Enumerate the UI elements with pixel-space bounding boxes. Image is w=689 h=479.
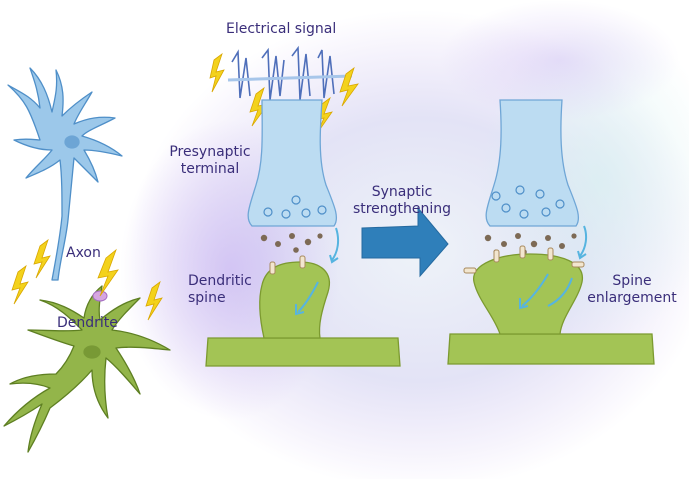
- label-synaptic-line1: Synaptic: [371, 184, 433, 200]
- signal-wave-icon: [227, 45, 353, 101]
- label-presynaptic-line2: terminal: [180, 161, 240, 177]
- dendritic-spine-before: [205, 255, 401, 367]
- presynaptic-terminal-before: [247, 99, 338, 227]
- label-spine-enlargement: Spine enlargement: [582, 273, 682, 307]
- label-axon: Axon: [66, 245, 101, 261]
- neurotransmitters-before: [260, 233, 323, 253]
- dendritic-spine-after: [447, 245, 655, 365]
- arrow-right-icon: [361, 206, 449, 278]
- label-spine-line1: Spine: [612, 273, 652, 289]
- label-presynaptic-terminal: Presynaptic terminal: [160, 144, 260, 178]
- label-electrical-signal: Electrical signal: [226, 21, 337, 37]
- label-dendritic-line2: spine: [188, 290, 226, 306]
- release-arrow: [331, 227, 340, 261]
- presynaptic-terminal-after: [485, 99, 580, 227]
- label-dendrite: Dendrite: [57, 315, 118, 331]
- label-synaptic-strengthening: Synaptic strengthening: [347, 184, 457, 218]
- postsynaptic-neuron: [3, 285, 171, 453]
- label-dendritic-spine: Dendritic spine: [188, 273, 252, 307]
- label-synaptic-line2: strengthening: [352, 201, 452, 217]
- presynaptic-neuron: [7, 67, 123, 281]
- label-dendritic-line1: Dendritic: [188, 273, 252, 289]
- lightning-icon: [11, 52, 359, 321]
- label-presynaptic-line1: Presynaptic: [169, 144, 251, 160]
- label-spine-line2: enlargement: [587, 290, 677, 306]
